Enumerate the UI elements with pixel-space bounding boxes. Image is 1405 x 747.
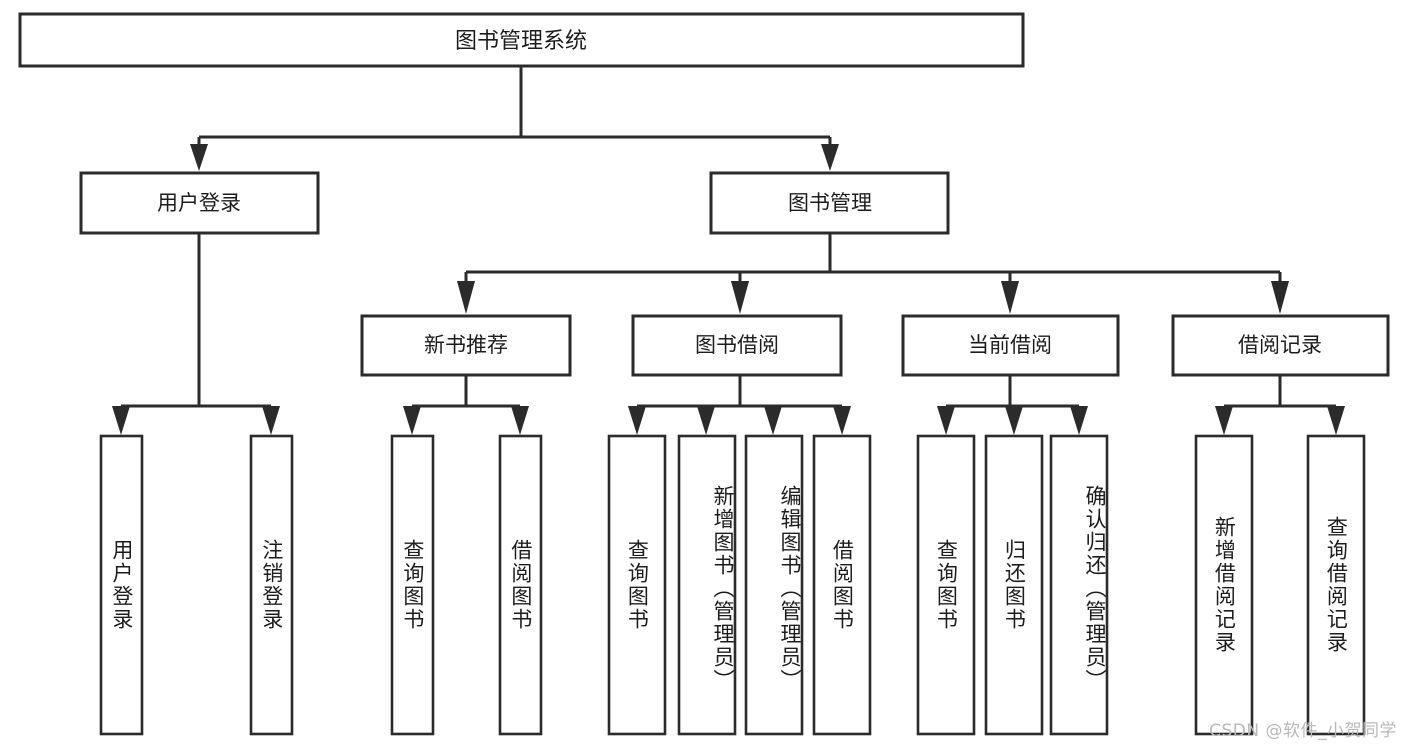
leaf-box-cb-confirm-return[interactable] [1049, 434, 1109, 736]
arrow-head-leaf-br-1 [1215, 406, 1233, 435]
arrow-head-leaf-bb-3 [764, 406, 782, 435]
leaf-box-cb-return-book[interactable] [984, 434, 1044, 736]
leaf-box-bb-borrow-book[interactable] [812, 434, 872, 736]
arrow-head-leaf-bb-2 [697, 406, 715, 435]
connectors-current-borrow-to-leaves [937, 375, 1088, 435]
arrow-head-new-book [457, 281, 475, 314]
leaf-box-logout[interactable] [249, 434, 294, 736]
node-current-borrow-box[interactable] [901, 314, 1120, 377]
leaf-box-bb-query-book[interactable] [607, 434, 667, 736]
arrow-head-borrow-record [1271, 281, 1289, 314]
arrow-head-current-borrow [1001, 281, 1019, 314]
node-new-book-recommend-box[interactable] [360, 314, 572, 377]
node-book-borrow-label: 图书借阅 [695, 333, 779, 357]
leaf-box-nb-borrow-book[interactable] [498, 434, 543, 736]
node-current-borrow-label: 当前借阅 [968, 333, 1052, 357]
node-borrow-record-label: 借阅记录 [1238, 333, 1322, 357]
node-book-borrow-box[interactable] [631, 314, 843, 377]
arrow-head-leaf-nb-1 [403, 406, 421, 435]
leaf-box-bb-add-book[interactable] [677, 434, 737, 736]
node-borrow-record[interactable]: 借阅记录 [1171, 314, 1390, 377]
arrow-head-leaf-cb-3 [1070, 406, 1088, 435]
connectors-borrow-record-to-leaves [1215, 375, 1345, 435]
leaf-box-br-query-record[interactable] [1306, 434, 1366, 736]
node-user-login-box[interactable] [79, 171, 320, 235]
node-user-login[interactable]: 用户登录 [79, 171, 320, 235]
arrow-head-user-login [190, 144, 208, 171]
arrow-head-leaf-user-login [112, 406, 130, 435]
arrow-head-leaf-cb-1 [937, 406, 955, 435]
node-root-label: 图书管理系统 [455, 29, 587, 54]
node-book-manage-box[interactable] [709, 171, 950, 235]
node-root[interactable]: 图书管理系统 [18, 12, 1025, 68]
connectors-book-manage-to-level3 [457, 233, 1289, 314]
leaf-box-nb-query-book[interactable] [390, 434, 435, 736]
arrow-head-leaf-br-2 [1327, 406, 1345, 435]
node-user-login-label: 用户登录 [157, 191, 241, 215]
leaf-box-user-login[interactable] [99, 434, 144, 736]
arrow-head-book-manage [821, 144, 839, 171]
node-borrow-record-box[interactable] [1171, 314, 1390, 377]
node-new-book-recommend-label: 新书推荐 [424, 333, 508, 357]
connectors-book-borrow-to-leaves [628, 375, 851, 435]
connectors-user-login-to-leaves [112, 233, 280, 435]
node-book-borrow[interactable]: 图书借阅 [631, 314, 843, 377]
node-book-manage-label: 图书管理 [788, 191, 872, 215]
leaf-box-bb-edit-book[interactable] [744, 434, 804, 736]
connectors-root-to-level2 [190, 66, 839, 171]
arrow-head-leaf-bb-4 [833, 406, 851, 435]
node-current-borrow[interactable]: 当前借阅 [901, 314, 1120, 377]
leaf-box-cb-query-book[interactable] [916, 434, 976, 736]
arrow-head-leaf-cb-2 [1005, 406, 1023, 435]
connectors-new-book-to-leaves [403, 375, 529, 435]
node-new-book-recommend[interactable]: 新书推荐 [360, 314, 572, 377]
node-book-manage[interactable]: 图书管理 [709, 171, 950, 235]
watermark-text: CSDN @软件_小贺同学 [1209, 721, 1397, 741]
node-root-box[interactable] [18, 12, 1025, 68]
arrow-head-leaf-nb-2 [511, 406, 529, 435]
arrow-head-leaf-logout [262, 406, 280, 435]
leaf-boxes [99, 434, 1366, 736]
arrow-head-leaf-bb-1 [628, 406, 646, 435]
leaf-box-br-add-record[interactable] [1194, 434, 1254, 736]
arrow-head-book-borrow [731, 281, 749, 314]
